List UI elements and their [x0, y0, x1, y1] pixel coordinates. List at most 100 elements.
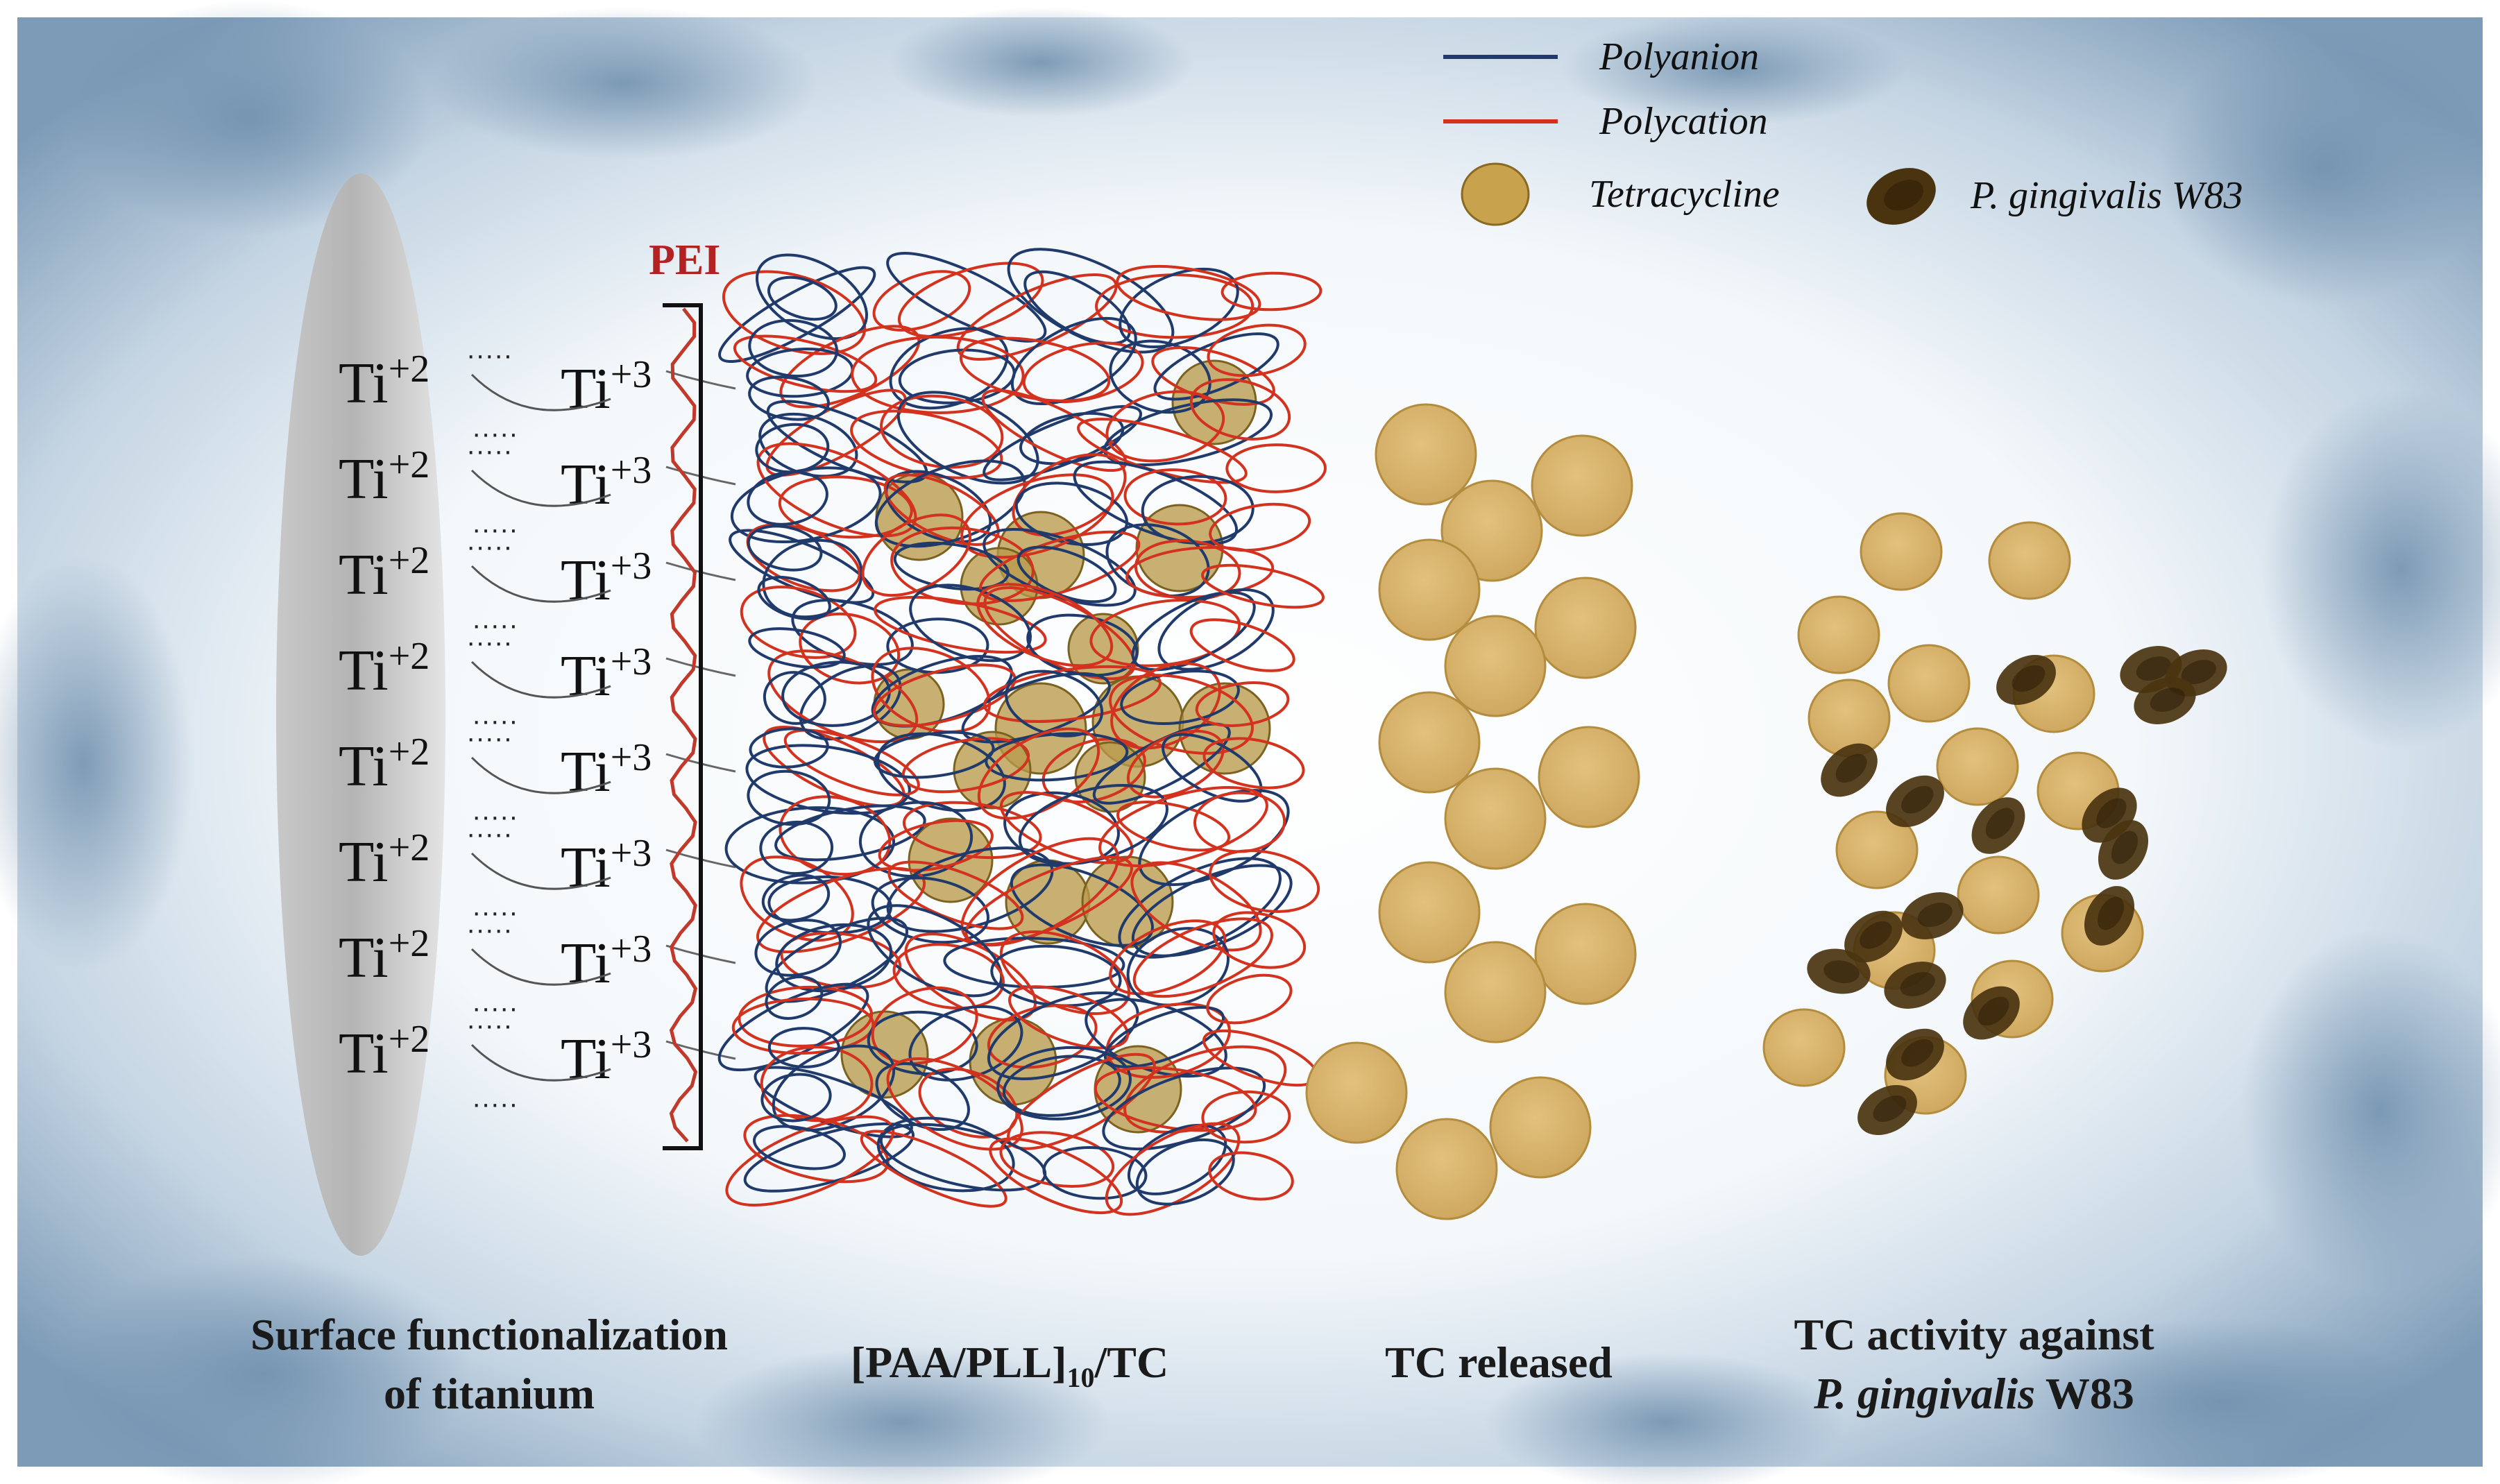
coordination-dots: ·····	[466, 531, 513, 562]
polycation-loop	[861, 513, 972, 597]
p-gingivalis-bacterium	[1886, 775, 1944, 828]
polyanion-loop	[871, 876, 990, 944]
caption-surface-line2: of titanium	[384, 1369, 595, 1418]
coordination-dots: ·····	[466, 436, 513, 466]
released-tetracycline	[1444, 767, 1547, 870]
ti3-label: Ti+3	[561, 449, 652, 517]
legend-polycation-label: Polycation	[1599, 100, 1768, 143]
polyanion-loop	[1153, 332, 1279, 401]
polyanion-loop	[987, 991, 1139, 1081]
polycation-loop	[799, 612, 901, 685]
polycation-loop	[1209, 502, 1311, 552]
polycation-loop	[976, 583, 1114, 667]
released-tetracycline	[1444, 941, 1547, 1043]
polycation-loop	[1041, 737, 1146, 803]
polyanion-loop	[748, 318, 839, 378]
ti2-label: Ti+2	[339, 731, 430, 799]
p-gingivalis-bacterium	[2134, 677, 2196, 724]
p-gingivalis-bacterium	[2098, 820, 2149, 880]
ti3-label: Ti+3	[561, 736, 652, 804]
polyanion-loop	[755, 253, 868, 341]
coordination-dots: ·····	[472, 1089, 518, 1119]
caption-released: TC released	[1385, 1338, 1613, 1387]
p-gingivalis-bacterium	[1821, 743, 1878, 797]
polyanion-loop	[753, 1125, 846, 1170]
active-tetracycline	[1762, 1008, 1846, 1087]
embedded-tetracycline	[908, 817, 994, 903]
polyanion-loop	[1127, 1123, 1227, 1195]
polycation-loop	[964, 855, 1133, 946]
polycation-loop	[1109, 674, 1254, 755]
polycation-loop	[960, 837, 1120, 947]
polycation-loop	[1110, 662, 1221, 750]
ti-connector	[470, 373, 611, 411]
polyanion-loop	[745, 744, 911, 815]
released-tetracycline	[1531, 434, 1633, 537]
p-gingivalis-bacterium	[1884, 962, 1946, 1009]
active-tetracycline	[1936, 727, 2019, 806]
polycation-loop	[960, 473, 1114, 559]
ti2-label: Ti+2	[339, 1018, 430, 1086]
polycation-loop	[1208, 1151, 1294, 1201]
polyanion-loop	[774, 804, 926, 862]
polyanion-loop	[772, 1044, 896, 1132]
active-tetracycline	[1887, 644, 1971, 723]
polyanion-loop	[747, 470, 828, 526]
active-tetracycline	[1797, 595, 1880, 674]
polycation-loop	[1012, 453, 1127, 537]
released-tetracycline	[1375, 403, 1477, 506]
polyanion-loop	[876, 1116, 1015, 1193]
polyanion-loop	[1002, 1055, 1121, 1117]
polycation-loop	[999, 791, 1134, 864]
ti2-label: Ti+2	[339, 348, 430, 416]
released-tetracycline	[1534, 903, 1637, 1005]
ti2-label: Ti+2	[339, 539, 430, 607]
polyanion-loop	[747, 524, 823, 572]
polycation-loop	[1105, 1122, 1241, 1216]
polycation-loop	[1201, 563, 1325, 609]
caption-activity-tail: W83	[2035, 1369, 2134, 1418]
polycation-loop	[1132, 917, 1273, 998]
polycation-loop	[722, 270, 867, 355]
ti3-label: Ti+3	[561, 928, 652, 996]
p-gingivalis-bacterium	[1963, 986, 2020, 1040]
caption-multilayer-tail: /TC	[1094, 1338, 1168, 1387]
polyanion-loop	[873, 731, 995, 779]
polycation-loop	[977, 727, 1100, 820]
polycation-loop	[1225, 443, 1327, 493]
polycation-loop	[880, 394, 1004, 469]
polycation-loop	[1209, 849, 1320, 913]
polyanion-loop	[886, 252, 1047, 343]
polyanion-loop	[748, 375, 830, 421]
polyanion-loop	[985, 732, 1129, 782]
polycation-loop	[1094, 1066, 1257, 1132]
polyanion-loop	[724, 806, 896, 885]
polycation-loop	[874, 595, 1047, 654]
polyanion-loop	[1126, 927, 1230, 1007]
active-tetracycline	[1860, 512, 1943, 591]
polycation-loop	[1207, 323, 1307, 377]
p-gingivalis-bacterium	[1901, 892, 1964, 939]
tc-released-particles	[1305, 403, 1640, 1220]
polyanion-loop	[759, 820, 834, 876]
p-gingivalis-bacterium	[1886, 1028, 1944, 1081]
caption-multilayer-main: [PAA/PLL]	[851, 1338, 1067, 1387]
pei-label: PEI	[649, 237, 720, 284]
released-tetracycline	[1378, 691, 1481, 794]
pei-bracket	[663, 303, 703, 1150]
multilayer-film	[717, 248, 1327, 1216]
polyanion-loop	[1120, 669, 1240, 725]
active-tetracycline	[1988, 521, 2071, 600]
coordination-dots: ·····	[472, 993, 518, 1023]
polycation-loop	[878, 819, 994, 872]
released-tetracycline	[1534, 577, 1637, 679]
polyanion-loop	[1109, 339, 1211, 414]
pei-wave	[669, 307, 698, 1143]
polycation-loop	[1116, 264, 1261, 321]
